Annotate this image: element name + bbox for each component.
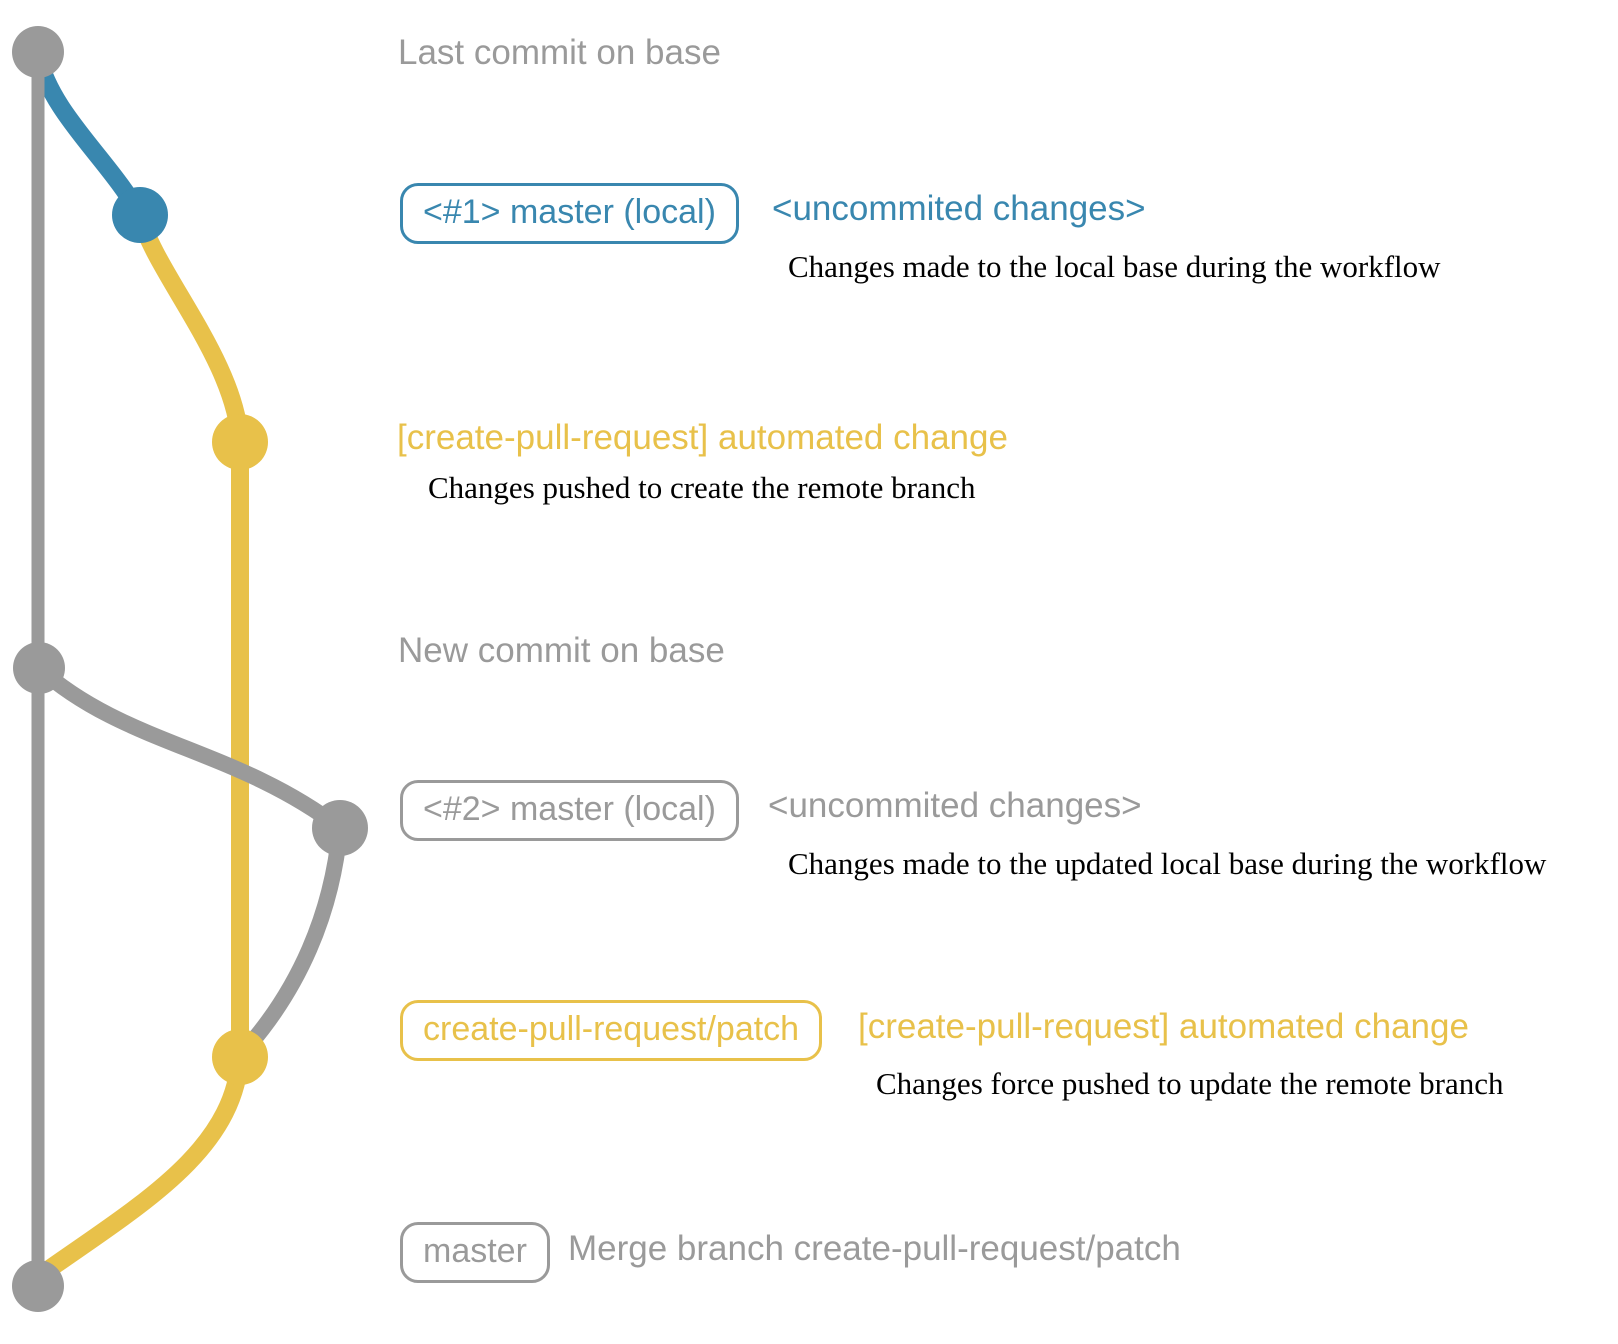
automated-change-1-label: [create-pull-request] automated change (397, 418, 1008, 457)
create-pull-request-patch-badge: create-pull-request/patch (400, 1000, 823, 1061)
master-local-2-badge: <#2> master (local) (400, 780, 739, 841)
commit-node-last-base (12, 26, 64, 78)
master-local-1-badge: <#1> master (local) (400, 183, 739, 244)
push-1-description: Changes pushed to create the remote bran… (428, 470, 976, 505)
new-commit-on-base-label: New commit on base (398, 631, 725, 670)
edge-patch-branch (39, 212, 249, 1280)
push-2-description: Changes force pushed to update the remot… (876, 1066, 1504, 1101)
commit-1-description: Changes made to the local base during th… (788, 249, 1441, 284)
master-local-2-badge-label: <#2> master (local) (423, 790, 716, 828)
edge-local-2-to-patch-2 (239, 827, 348, 1056)
commit-node-local-1 (112, 187, 168, 243)
commit-node-patch-2 (212, 1029, 268, 1085)
master-badge-label: master (423, 1232, 527, 1270)
uncommitted-changes-1-label: <uncommited changes> (772, 189, 1146, 228)
commit-node-local-2 (312, 800, 368, 856)
master-badge: master (400, 1222, 550, 1283)
commit-node-patch-1 (212, 414, 268, 470)
edge-base-to-local-2 (33, 662, 345, 835)
uncommitted-changes-2-label: <uncommited changes> (768, 786, 1142, 825)
commit-node-new-base (13, 642, 65, 694)
create-pull-request-patch-badge-label: create-pull-request/patch (423, 1010, 800, 1048)
commit-node-merge (12, 1260, 64, 1312)
master-local-1-badge-label: <#1> master (local) (423, 193, 716, 231)
edge-base-to-local-1 (29, 53, 148, 220)
merge-branch-label: Merge branch create-pull-request/patch (568, 1229, 1181, 1268)
automated-change-2-label: [create-pull-request] automated change (858, 1007, 1469, 1046)
last-commit-on-base-label: Last commit on base (398, 33, 721, 72)
commit-2-description: Changes made to the updated local base d… (788, 846, 1547, 881)
